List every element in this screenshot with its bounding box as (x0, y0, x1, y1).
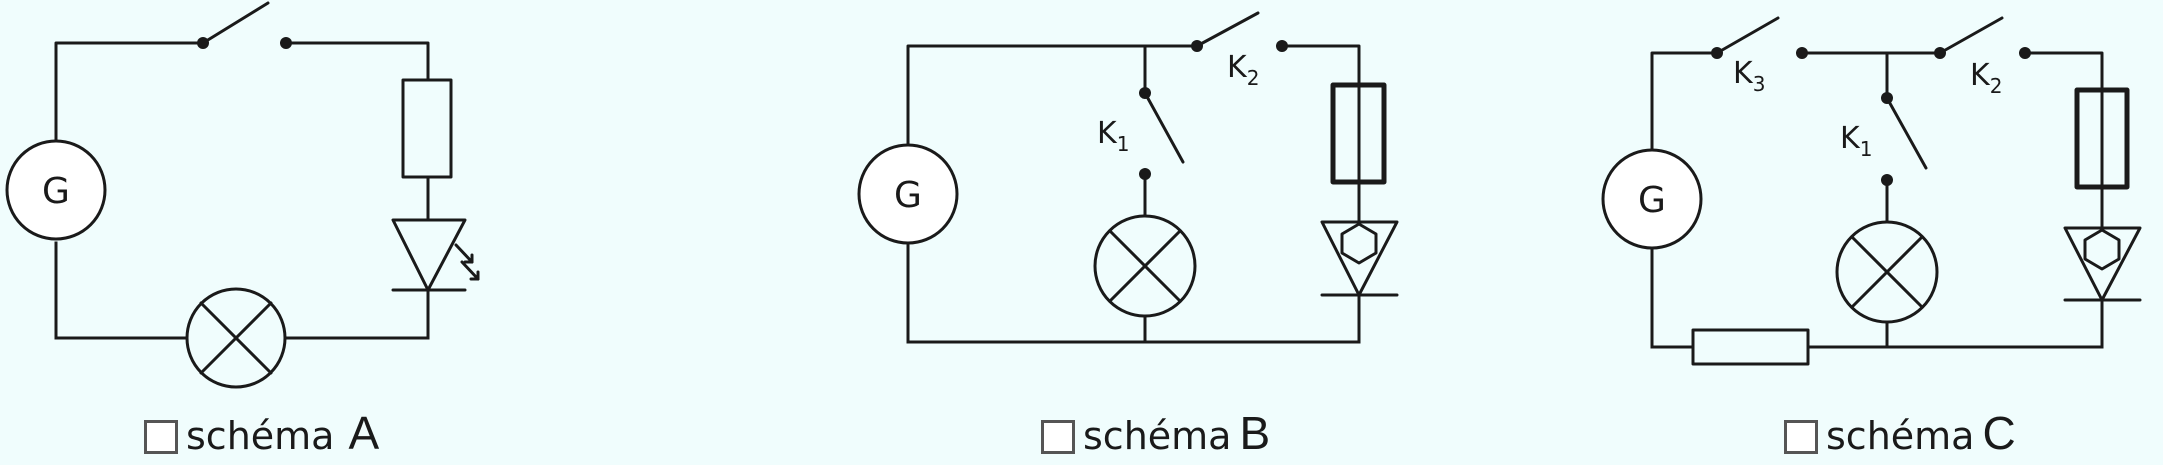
wire-b-top-left (906, 44, 1199, 150)
switch-a (197, 1, 292, 49)
resistor-a (401, 78, 453, 179)
option-schema-a[interactable]: schéma A (144, 410, 379, 456)
switch-k2-b (1191, 11, 1288, 52)
switch-k2-b-label: K2 (1227, 50, 1259, 90)
wire-c-top-right (2023, 51, 2104, 92)
switch-k1-c (1881, 92, 1928, 186)
option-schema-b-word: schéma (1083, 414, 1232, 458)
diode-b (1320, 220, 1399, 297)
fuse-b (1330, 82, 1387, 185)
option-schema-c[interactable]: schéma C (1784, 410, 2016, 456)
generator-a: G (5, 139, 107, 241)
option-schema-b-letter: B (1239, 407, 1271, 459)
diode-c (2063, 226, 2142, 302)
led-a (391, 218, 480, 292)
fuse-c (2074, 87, 2130, 190)
option-schema-c-word: schéma (1826, 414, 1975, 458)
wire-a-top-left (54, 41, 205, 152)
checkbox-schema-b[interactable] (1041, 420, 1075, 454)
lamp-c (1835, 220, 1939, 324)
option-schema-c-letter: C (1982, 407, 2016, 459)
switch-k3-c (1711, 16, 1808, 59)
generator-a-label: G (42, 171, 70, 212)
switch-k1-c-label: K1 (1840, 121, 1872, 161)
checkbox-schema-c[interactable] (1784, 420, 1818, 454)
generator-c-label: G (1638, 180, 1666, 221)
switch-k2-c (1934, 16, 2031, 59)
option-schema-a-word: schéma (186, 414, 335, 458)
lamp-a (185, 287, 287, 389)
switch-k1-b-label: K1 (1097, 116, 1129, 156)
wire-a-top-right (284, 41, 430, 82)
wire-c-top-left (1650, 51, 1719, 152)
option-schema-a-letter: A (348, 407, 380, 459)
wire-b-top-right (1280, 44, 1361, 87)
generator-b: G (857, 143, 959, 245)
generator-c: G (1601, 148, 1703, 250)
switch-k3-c-label: K3 (1733, 56, 1765, 96)
switch-k2-c-label: K2 (1970, 58, 2002, 98)
checkbox-schema-a[interactable] (144, 420, 178, 454)
resistor-c (1691, 328, 1810, 366)
option-schema-b[interactable]: schéma B (1041, 410, 1270, 456)
generator-b-label: G (894, 175, 922, 216)
lamp-b (1093, 214, 1197, 318)
switch-k1-b (1139, 87, 1185, 180)
